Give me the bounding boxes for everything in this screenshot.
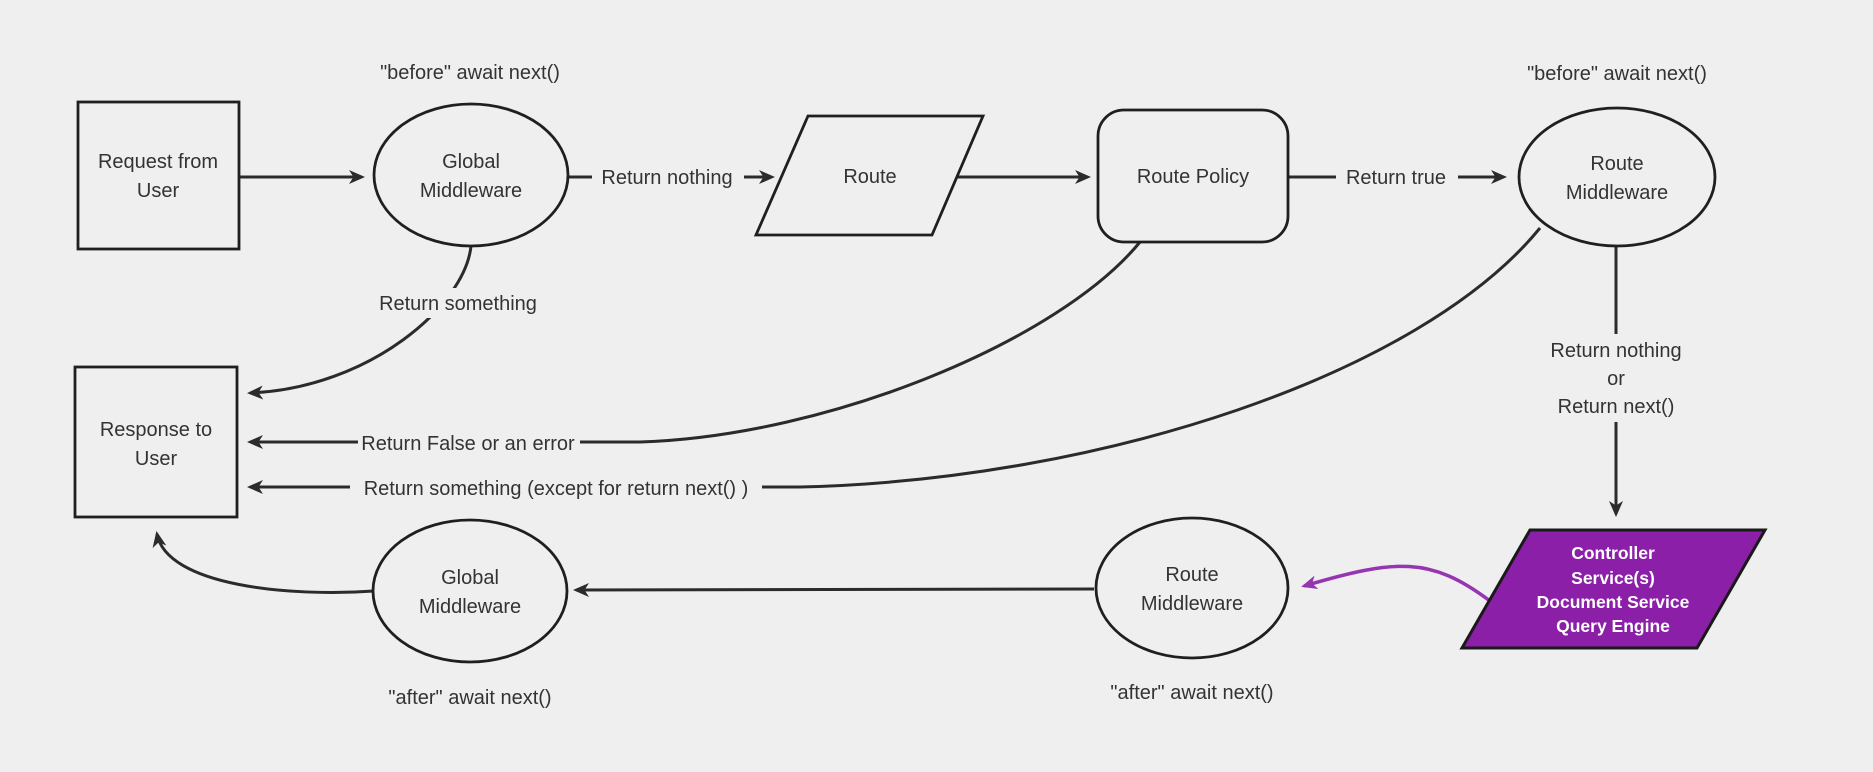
edge-label-return-something: Return something [379, 293, 537, 315]
edge-route-middleware-bottom-to-global-middleware-bottom [573, 582, 1095, 597]
global-middleware-top-label-line1: Global [442, 151, 500, 173]
edge-label-return-nothing: Return nothing [601, 167, 732, 189]
controller-label-line4: Query Engine [1556, 616, 1670, 636]
annotation-after-await-right: "after" await next() [1110, 682, 1273, 704]
edge-controller-to-route-middleware-bottom [1301, 564, 1492, 603]
request-from-user-label-line2: User [137, 180, 180, 202]
label-bg-return-something-except [350, 473, 762, 503]
route-middleware-top-label-line1: Route [1590, 153, 1643, 175]
controller-label-line1: Controller [1571, 543, 1655, 563]
response-to-user-box [73, 365, 239, 519]
annotation-before-await-right: "before" await next() [1527, 63, 1707, 85]
label-bg-return-true [1336, 162, 1458, 192]
route-middleware-bottom-label-line2: Middleware [1141, 593, 1243, 615]
controller-services-parallelogram [1459, 528, 1768, 650]
edge-label-return-nothing-or-line3: Return next() [1558, 396, 1675, 418]
route-middleware-top-ellipse [1517, 106, 1717, 248]
global-middleware-top-ellipse [372, 102, 570, 248]
route-middleware-bottom-ellipse [1094, 516, 1290, 660]
edge-label-return-false-or-error: Return False or an error [361, 433, 575, 455]
route-label: Route [843, 166, 896, 188]
global-middleware-bottom-ellipse [371, 518, 569, 664]
edge-label-return-something-except: Return something (except for return next… [364, 478, 749, 500]
global-middleware-bottom-label-line2: Middleware [419, 596, 521, 618]
response-to-user-label-line1: Response to [100, 419, 212, 441]
route-middleware-bottom-label-line1: Route [1165, 564, 1218, 586]
request-from-user-label-line1: Request from [98, 151, 218, 173]
request-from-user-box [76, 100, 241, 251]
edge-global-middleware-to-response [247, 245, 473, 400]
annotation-before-await-left: "before" await next() [380, 62, 560, 84]
annotation-after-await-left: "after" await next() [388, 687, 551, 709]
edge-label-return-true: Return true [1346, 167, 1446, 189]
label-bg-return-nothing [592, 162, 744, 192]
edge-label-return-nothing-or-line2: or [1607, 368, 1625, 390]
label-bg-return-something [366, 288, 550, 318]
controller-label-line2: Service(s) [1571, 568, 1655, 588]
route-policy-label: Route Policy [1137, 166, 1249, 188]
edge-label-return-nothing-or-line1: Return nothing [1550, 340, 1681, 362]
edge-route-middleware-to-response [247, 227, 1542, 494]
route-parallelogram [753, 114, 986, 237]
route-policy-box [1096, 108, 1290, 244]
global-middleware-top-label-line2: Middleware [420, 180, 522, 202]
edge-global-middleware-bottom-to-response [152, 531, 375, 594]
label-bg-return-nothing-or [1520, 334, 1713, 422]
controller-label-line3: Document Service [1537, 592, 1690, 612]
global-middleware-bottom-label-line1: Global [441, 567, 499, 589]
response-to-user-label-line2: User [135, 448, 178, 470]
edge-route-policy-to-response [247, 241, 1142, 449]
route-middleware-top-label-line2: Middleware [1566, 182, 1668, 204]
label-bg-return-false [358, 428, 580, 458]
